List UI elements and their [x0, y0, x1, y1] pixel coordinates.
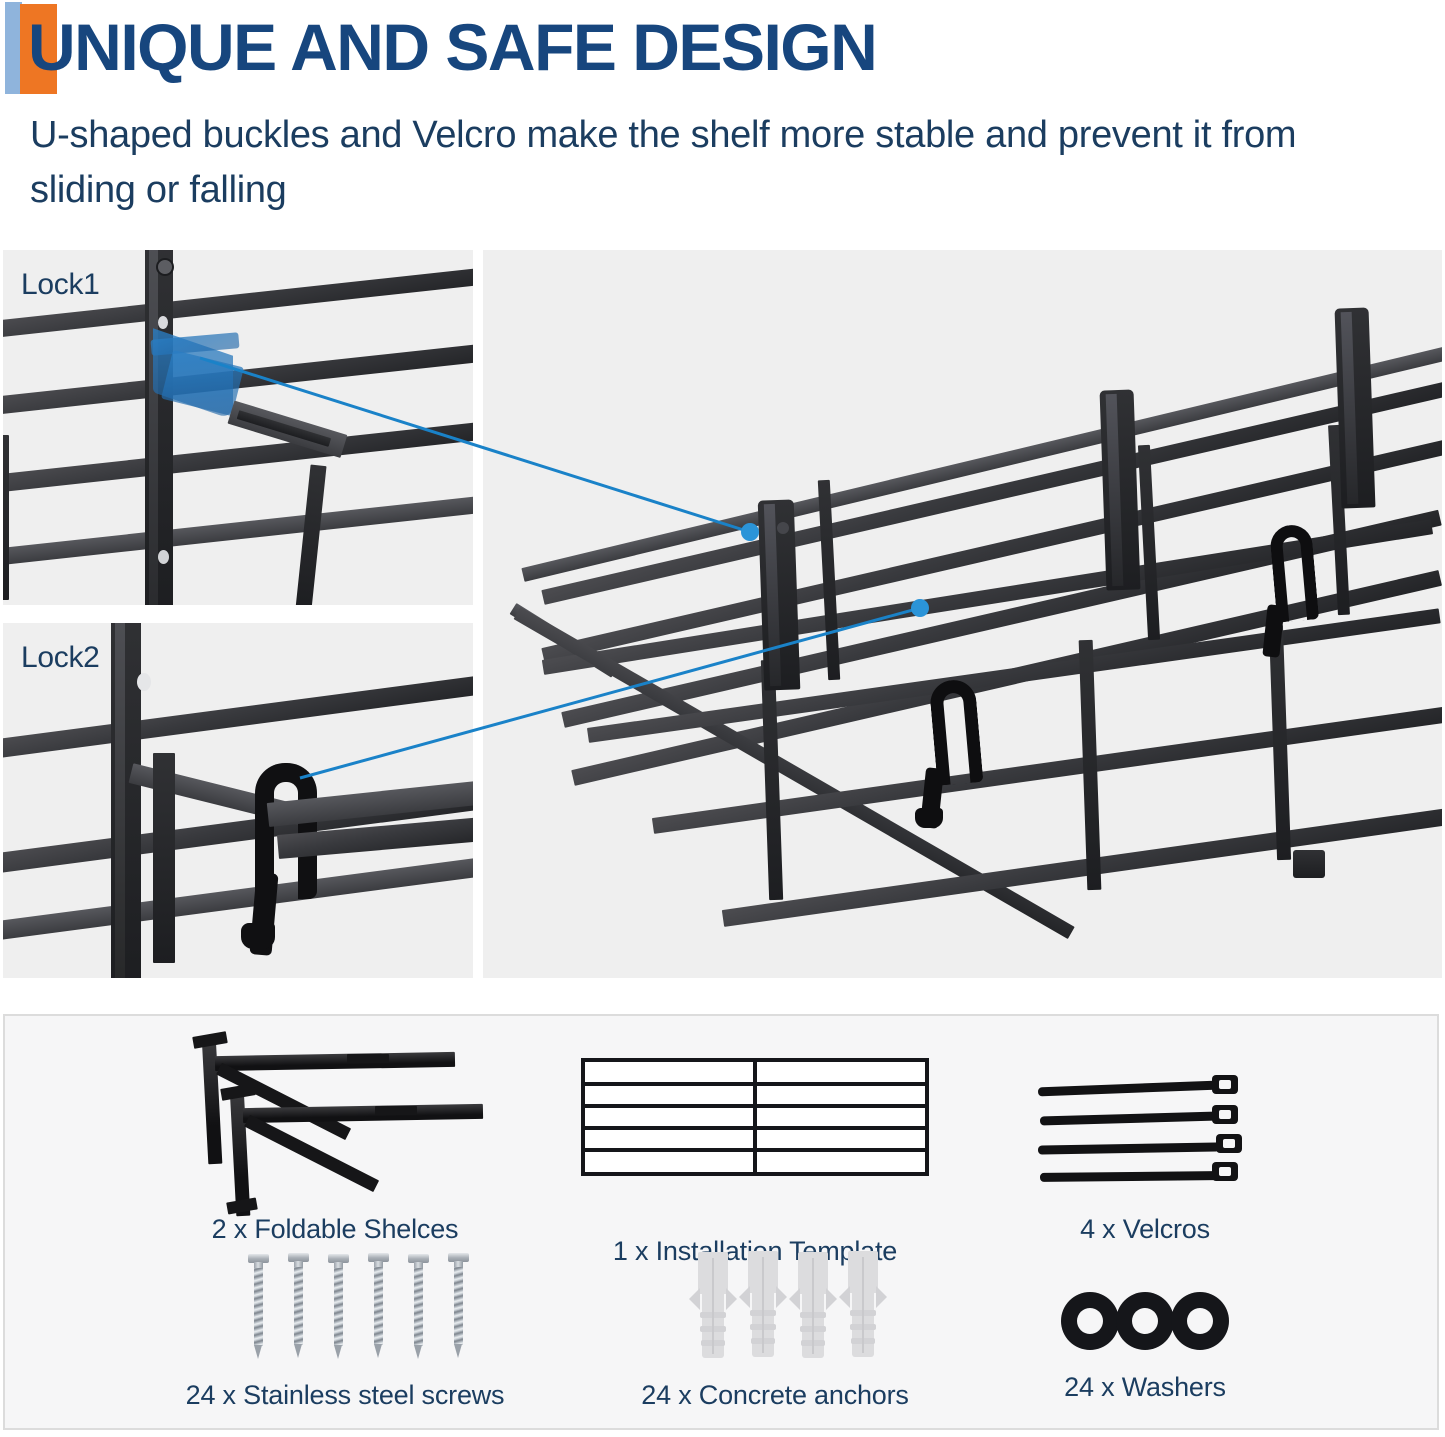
page-header: UNIQUE AND SAFE DESIGN U-shaped buckles …: [0, 0, 1445, 232]
shelf-foot-tab: [1293, 850, 1325, 878]
parts-list-panel: 2 x Foldable Shelces 1 x Installation Te…: [3, 1014, 1439, 1430]
shelf-vertical-brace: [153, 753, 175, 963]
lock2-label: Lock2: [21, 641, 100, 674]
bracket-screw-hole: [777, 522, 789, 534]
screw-icon: [220, 1248, 470, 1366]
shelf-crossbar: [760, 659, 784, 901]
washer-icon: [1045, 1288, 1245, 1358]
bracket-screw-hole: [156, 258, 174, 276]
page-title: UNIQUE AND SAFE DESIGN: [28, 10, 878, 84]
page-subtitle: U-shaped buckles and Velcro make the she…: [30, 114, 1297, 212]
velcro-strap-icon: [1030, 1038, 1260, 1208]
part-label: 24 x Stainless steel screws: [185, 1380, 505, 1410]
installation-template-icon: [581, 1058, 929, 1230]
u-buckle-foot: [915, 808, 943, 828]
u-buckle: [255, 763, 317, 899]
product-photo-grid: Lock1 Lock2: [0, 250, 1445, 990]
bracket-highlight: [115, 623, 125, 978]
part-label: 4 x Velcros: [1080, 1214, 1210, 1244]
bracket-screw-hole: [137, 673, 151, 691]
part-item: 24 x Concrete anchors: [595, 1248, 955, 1411]
shelf-frame-rail: [721, 798, 1442, 927]
accent-bar-orange: [20, 4, 57, 94]
shelf-rail: [3, 853, 473, 942]
shelf-crossbar-rear: [1137, 444, 1161, 641]
part-label: 2 x Foldable Shelces: [211, 1214, 459, 1244]
bracket-screw-hole: [158, 316, 168, 329]
part-item: 4 x Velcros: [990, 1038, 1300, 1245]
bracket-highlight: [149, 250, 158, 605]
shelf-frame-edge: [3, 435, 9, 600]
shelf-rail: [3, 671, 473, 760]
part-label: 24 x Concrete anchors: [641, 1380, 909, 1410]
bracket-screw-hole: [158, 550, 169, 564]
lock1-photo-panel: Lock1: [3, 250, 473, 605]
part-label: 24 x Washers: [1064, 1372, 1226, 1402]
lock1-label: Lock1: [21, 268, 100, 301]
part-item: 24 x Stainless steel screws: [135, 1248, 555, 1411]
u-buckle-foot: [241, 923, 275, 949]
foldable-shelf-bracket-icon: [185, 1028, 485, 1217]
shelf-rail: [3, 419, 473, 494]
accent-bar-blue: [5, 2, 22, 94]
shelf-rail: [3, 493, 473, 567]
part-item: 1 x Installation Template: [570, 1036, 940, 1267]
part-item: 24 x Washers: [1010, 1288, 1280, 1403]
header-accent-marker: [5, 2, 57, 94]
lock2-photo-panel: Lock2: [3, 623, 473, 978]
part-item: 2 x Foldable Shelces: [125, 1028, 545, 1245]
shelf-frame-edge: [295, 464, 327, 605]
wall-anchor-icon: [660, 1248, 890, 1366]
main-product-photo-panel: [483, 250, 1442, 978]
